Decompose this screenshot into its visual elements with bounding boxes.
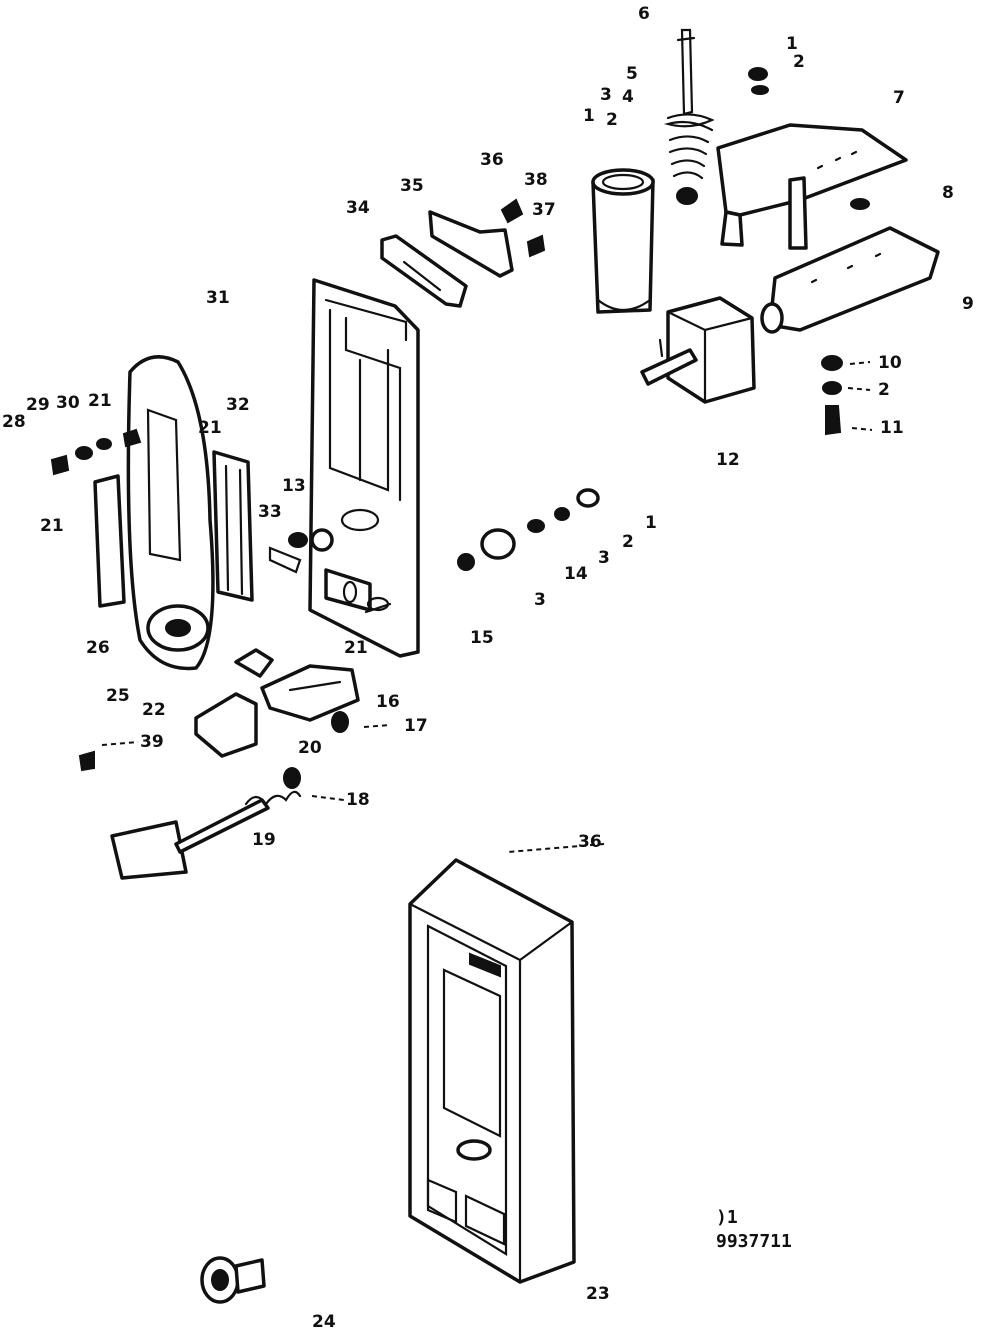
callout-label: 15 (470, 628, 494, 648)
part-small-clips-top (500, 198, 546, 258)
callout-label: 1 (583, 106, 595, 126)
part-main-panel (308, 278, 420, 658)
callout-label: 3 (600, 85, 612, 105)
callout-label: 37 (532, 200, 556, 220)
callout-label: 33 (258, 502, 282, 522)
part-chute-housing (126, 355, 215, 671)
callout-label: 30 (56, 393, 80, 413)
leader-lines (101, 361, 873, 853)
callout-label: 13 (282, 476, 306, 496)
part-lower-bracket (760, 226, 940, 334)
callout-label: 20 (298, 738, 322, 758)
part-small-13-33 (268, 528, 334, 574)
part-screws-left (50, 428, 142, 476)
part-rod (676, 28, 696, 116)
callout-label: 10 (878, 353, 902, 373)
callout-label: 2 (793, 52, 805, 72)
callout-label: 2 (878, 380, 890, 400)
part-strip-21 (93, 474, 126, 608)
drawing-code-line-1: )1 (716, 1207, 738, 1228)
part-spring (663, 113, 715, 205)
callout-label: 14 (564, 564, 588, 584)
callout-label: 23 (586, 1284, 610, 1304)
part-solenoid (640, 296, 756, 404)
callout-label: 1 (645, 513, 657, 533)
callout-label: 11 (880, 418, 904, 438)
callout-label: 3 (534, 590, 546, 610)
part-strip-32 (212, 450, 254, 602)
callout-label: 17 (404, 716, 428, 736)
part-fasteners-right (821, 355, 843, 436)
part-bracket-35 (428, 210, 514, 278)
callout-label: 4 (622, 87, 634, 107)
callout-label: 29 (26, 395, 50, 415)
drawing-code-line-2: 9937711 (716, 1231, 792, 1252)
callout-label: 31 (206, 288, 230, 308)
part-screw-8 (850, 198, 870, 210)
callout-label: 38 (524, 170, 548, 190)
callout-label: 21 (344, 638, 368, 658)
callout-label: 25 (106, 686, 130, 706)
callout-label: 24 (312, 1312, 336, 1332)
callout-label: 32 (226, 395, 250, 415)
part-fitting-24 (200, 1256, 266, 1304)
callout-label: 2 (606, 110, 618, 130)
part-screws-top (748, 67, 769, 95)
callout-label: 35 (400, 176, 424, 196)
callout-label: 26 (86, 638, 110, 658)
part-lower-mechanism (194, 648, 360, 758)
callout-label: 36 (578, 832, 602, 852)
part-paddle-rod (110, 767, 302, 880)
callout-label: 1 (786, 34, 798, 54)
callout-label: 16 (376, 692, 400, 712)
callout-label: 34 (346, 198, 370, 218)
callout-label: 18 (346, 790, 370, 810)
callout-label: 7 (893, 88, 905, 108)
callout-label: 21 (40, 516, 64, 536)
part-knobs-14 (457, 488, 600, 571)
callout-label: 36 (480, 150, 504, 170)
callout-label: 3 (598, 548, 610, 568)
callout-label: 28 (2, 412, 26, 432)
callout-label: 2 (622, 532, 634, 552)
part-canister (591, 168, 655, 314)
callout-label: 21 (198, 418, 222, 438)
callout-label: 22 (142, 700, 166, 720)
part-screw-39 (78, 750, 95, 772)
part-upper-bracket (716, 123, 908, 250)
callout-label: 5 (626, 64, 638, 84)
callout-label: 21 (88, 391, 112, 411)
callout-label: 19 (252, 830, 276, 850)
callout-label: 8 (942, 183, 954, 203)
part-door-panel (408, 858, 576, 1284)
callout-label: 39 (140, 732, 164, 752)
callout-label: 6 (638, 4, 650, 24)
callout-label: 12 (716, 450, 740, 470)
part-plate-34 (380, 234, 468, 308)
callout-label: 9 (962, 294, 974, 314)
